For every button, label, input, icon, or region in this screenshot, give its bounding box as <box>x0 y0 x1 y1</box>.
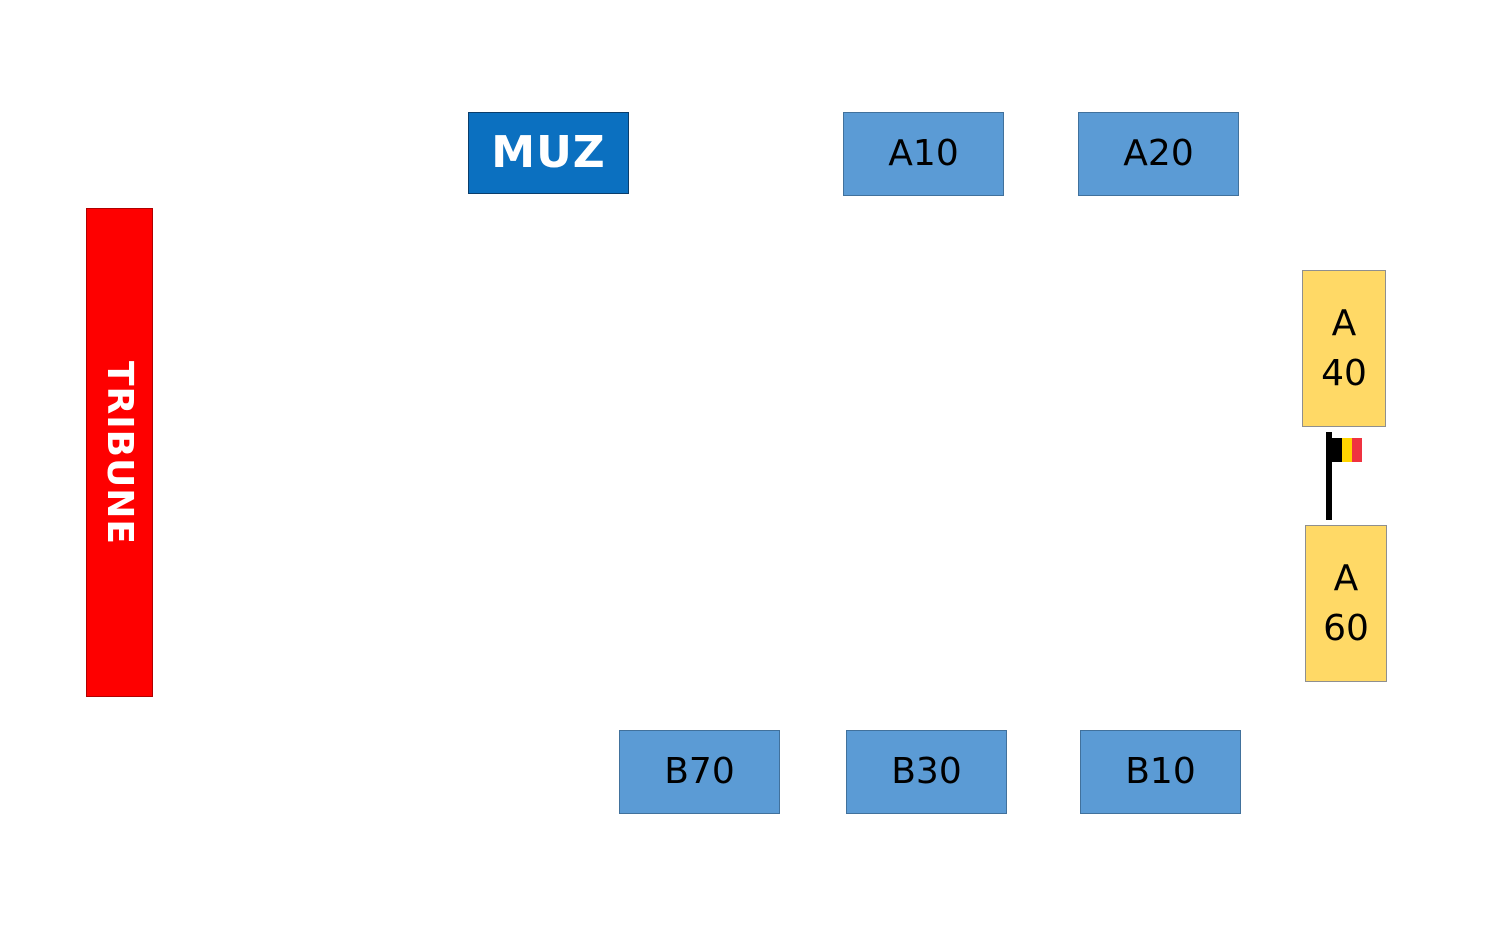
muz-block: MUZ <box>468 112 629 194</box>
belgian-flag-icon <box>1326 432 1362 520</box>
flag-stripe-black <box>1332 438 1342 462</box>
a20-label: A20 <box>1123 133 1194 174</box>
a60-label: A 60 <box>1323 557 1369 649</box>
flag-pole <box>1326 432 1332 520</box>
b30-block: B30 <box>846 730 1007 814</box>
a10-block: A10 <box>843 112 1004 196</box>
b10-block: B10 <box>1080 730 1241 814</box>
a20-block: A20 <box>1078 112 1239 196</box>
flag-stripe-red <box>1352 438 1362 462</box>
a40-block: A 40 <box>1302 270 1386 427</box>
tribune-label: TRIBUNE <box>99 360 141 545</box>
b30-label: B30 <box>891 751 962 792</box>
b70-label: B70 <box>664 751 735 792</box>
b10-label: B10 <box>1125 751 1196 792</box>
muz-label: MUZ <box>491 127 606 178</box>
a10-label: A10 <box>888 133 959 174</box>
flag-stripe-yellow <box>1342 438 1352 462</box>
a40-label: A 40 <box>1321 302 1367 394</box>
a60-block: A 60 <box>1305 525 1387 682</box>
tribune-block: TRIBUNE <box>86 208 153 697</box>
b70-block: B70 <box>619 730 780 814</box>
